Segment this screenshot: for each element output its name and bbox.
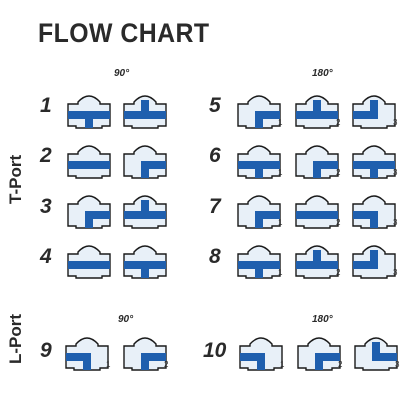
valve-l180-10-2 — [297, 337, 341, 371]
position-label: 1 — [280, 360, 285, 369]
flow-number-6: 6 — [209, 144, 221, 167]
position-label: 2 — [336, 218, 341, 227]
valve-t90-row4-a — [67, 245, 111, 279]
flow-path-icon — [296, 211, 338, 219]
flow-path-icon — [370, 215, 378, 228]
valve-t180-row5-3 — [352, 95, 396, 129]
flow-path-icon — [370, 250, 378, 265]
flow-path-icon — [315, 357, 323, 370]
valve-t180-row5-1 — [237, 95, 281, 129]
flow-path-icon — [313, 250, 321, 265]
position-label: 3 — [393, 168, 398, 177]
position-label: 2 — [336, 118, 341, 127]
valve-l180-10-3 — [354, 337, 398, 371]
valve-t180-row7-1 — [237, 195, 281, 229]
flow-number-10: 10 — [203, 339, 227, 362]
flow-path-icon — [141, 100, 149, 115]
position-label: 2 — [338, 360, 343, 369]
flow-number-7: 7 — [209, 195, 221, 218]
l-port-label: L-Port — [6, 313, 25, 364]
t-port-180-header: 180° — [312, 68, 333, 79]
flow-path-icon — [68, 161, 110, 169]
flow-path-icon — [372, 342, 380, 357]
valve-t180-row6-3 — [352, 145, 396, 179]
position-label: 2 — [336, 168, 341, 177]
position-label: 3 — [395, 360, 400, 369]
position-label: 2 — [336, 268, 341, 277]
flow-path-icon — [255, 265, 263, 278]
position-label: 1 — [106, 360, 111, 369]
flow-path-icon — [370, 100, 378, 115]
flow-number-4: 4 — [40, 245, 52, 268]
flow-path-icon — [255, 215, 263, 228]
position-label: 3 — [393, 118, 398, 127]
flow-number-1: 1 — [40, 94, 52, 117]
position-label: 3 — [393, 218, 398, 227]
valve-t90-row1-a — [67, 95, 111, 129]
position-label: 1 — [278, 268, 283, 277]
l-port-180-header: 180° — [312, 314, 333, 325]
valve-t180-row5-2 — [295, 95, 339, 129]
valve-l90-9-1 — [65, 337, 109, 371]
flow-path-icon — [68, 261, 110, 269]
flow-path-icon — [85, 215, 93, 228]
valve-t90-row2-a — [67, 145, 111, 179]
flow-path-icon — [141, 357, 149, 370]
t-port-label: T-Port — [6, 154, 25, 204]
valve-t90-row3-a — [67, 195, 111, 229]
valve-t90-row3-b — [123, 195, 167, 229]
flow-path-icon — [141, 265, 149, 278]
flow-path-icon — [83, 357, 91, 370]
valve-t180-row6-2 — [295, 145, 339, 179]
flow-path-icon — [313, 165, 321, 178]
valve-t90-row2-b — [123, 145, 167, 179]
flow-number-9: 9 — [40, 339, 52, 362]
flow-path-icon — [85, 115, 93, 128]
flow-path-icon — [257, 357, 265, 370]
flow-number-3: 3 — [40, 195, 52, 218]
valve-l180-10-1 — [239, 337, 283, 371]
flow-number-8: 8 — [209, 245, 221, 268]
position-label: 3 — [393, 268, 398, 277]
flow-path-icon — [255, 165, 263, 178]
l-port-90-header: 90° — [118, 314, 134, 325]
flow-number-2: 2 — [40, 144, 52, 167]
position-label: 1 — [278, 168, 283, 177]
flow-number-5: 5 — [209, 94, 221, 117]
t-port-90-header: 90° — [114, 68, 130, 79]
flow-path-icon — [255, 115, 263, 128]
valve-t90-row1-b — [123, 95, 167, 129]
position-label: 1 — [278, 218, 283, 227]
position-label: 1 — [278, 118, 283, 127]
valve-t180-row8-1 — [237, 245, 281, 279]
valve-l90-9-2 — [123, 337, 167, 371]
flow-path-icon — [141, 165, 149, 178]
valve-t180-row7-2 — [295, 195, 339, 229]
valve-t180-row8-3 — [352, 245, 396, 279]
flow-path-icon — [313, 100, 321, 115]
valve-t180-row8-2 — [295, 245, 339, 279]
flow-path-icon — [141, 200, 149, 215]
valve-t90-row4-b — [123, 245, 167, 279]
page-title: FLOW CHART — [38, 18, 210, 48]
flow-path-icon — [370, 165, 378, 178]
valve-t180-row7-3 — [352, 195, 396, 229]
valve-t180-row6-1 — [237, 145, 281, 179]
position-label: 2 — [164, 360, 169, 369]
